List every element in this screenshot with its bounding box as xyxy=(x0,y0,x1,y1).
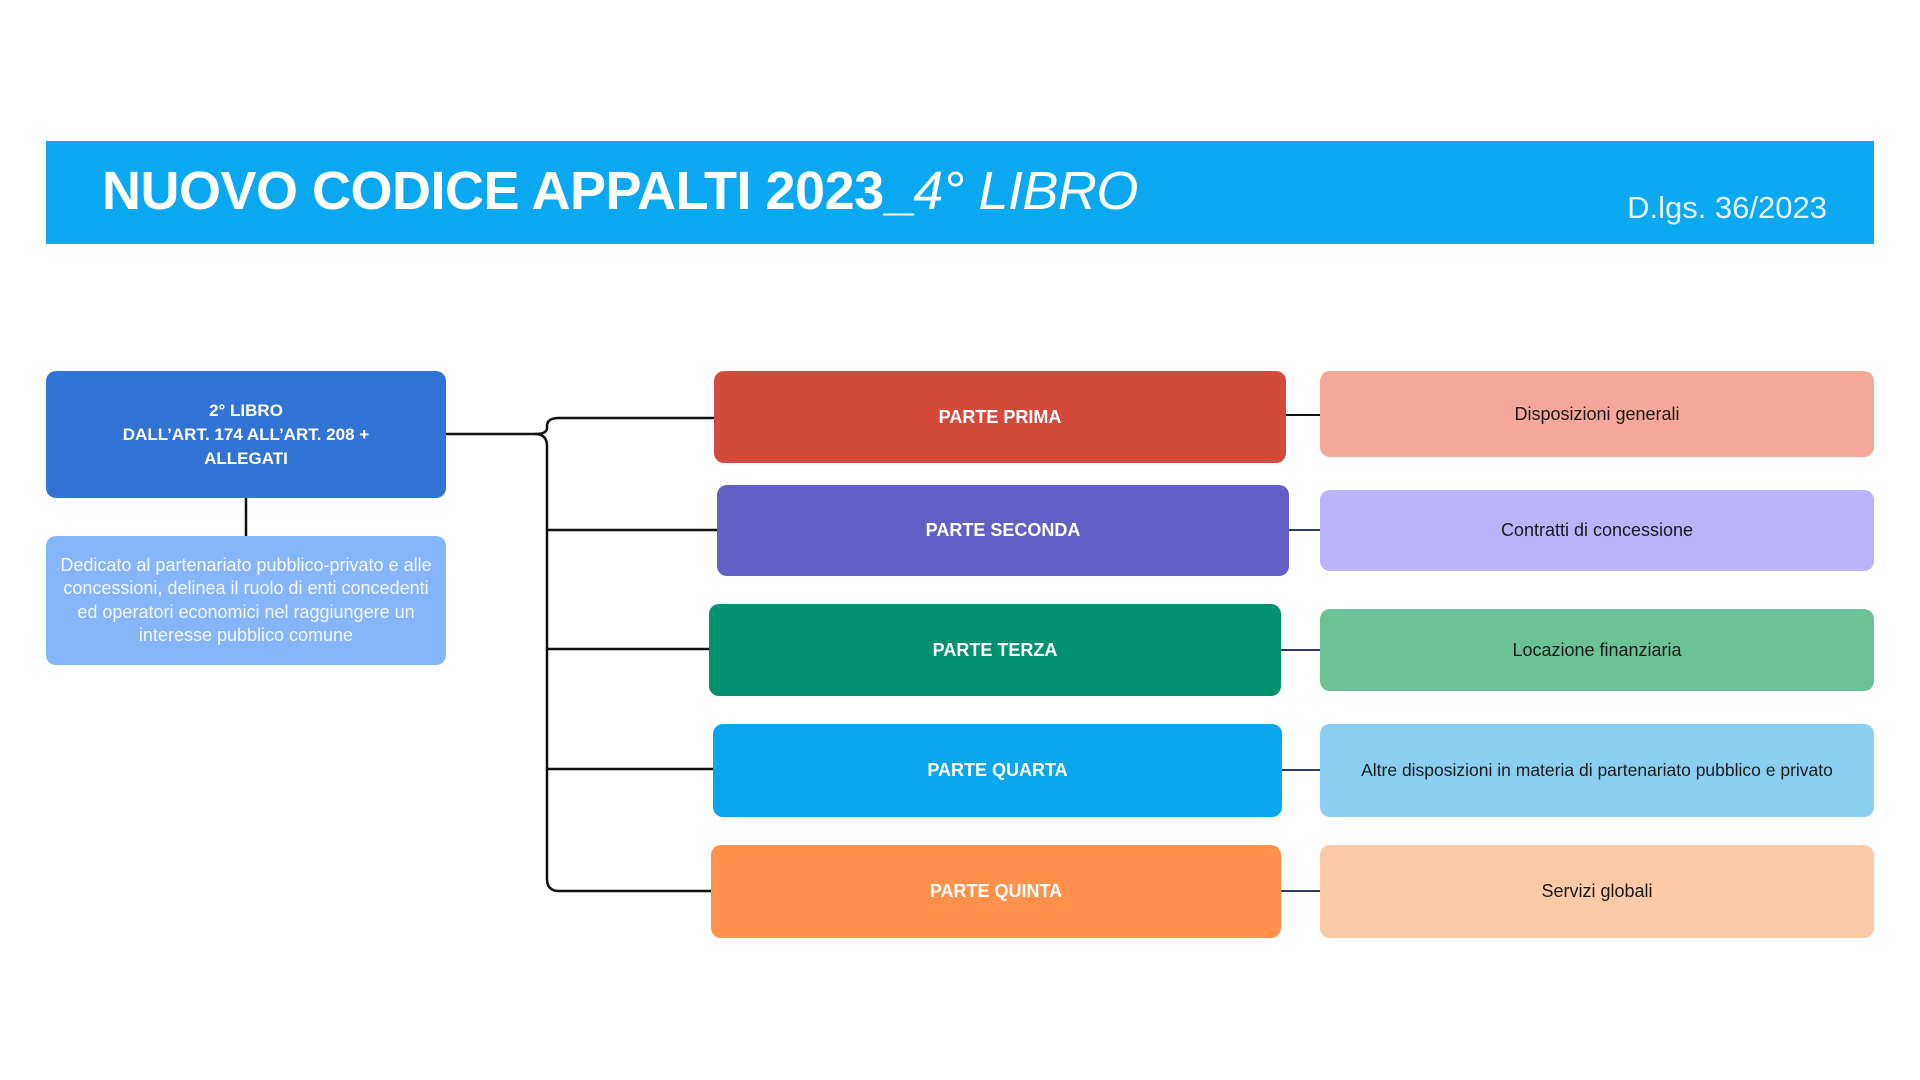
part-terza: PARTE TERZA xyxy=(709,604,1281,696)
part-quarta: PARTE QUARTA xyxy=(713,724,1282,817)
root-line: DALL’ART. 174 ALL’ART. 208 + xyxy=(122,424,370,444)
root-line: ALLEGATI xyxy=(204,448,288,468)
branch-prima xyxy=(534,416,714,436)
part-prima: PARTE PRIMA xyxy=(714,371,1286,463)
part-quinta: PARTE QUINTA xyxy=(711,845,1281,938)
detail-terza: Locazione finanziaria xyxy=(1320,609,1874,691)
title-bold: NUOVO CODICE APPALTI 2023_ xyxy=(102,161,914,221)
header-banner xyxy=(46,141,1874,244)
part-seconda: PARTE SECONDA xyxy=(717,485,1289,576)
title-italic: 4° LIBRO xyxy=(913,161,1138,221)
root-line: 2° LIBRO xyxy=(209,400,283,420)
detail-quinta: Servizi globali xyxy=(1320,845,1874,938)
page-title: NUOVO CODICE APPALTI 2023_4° LIBRO xyxy=(102,160,1138,222)
law-reference: D.lgs. 36/2023 xyxy=(1627,190,1827,225)
detail-quarta: Altre disposizioni in materia di partena… xyxy=(1320,724,1874,817)
detail-prima: Disposizioni generali xyxy=(1320,371,1874,457)
detail-seconda: Contratti di concessione xyxy=(1320,490,1874,571)
root-description: Dedicato al partenariato pubblico-privat… xyxy=(46,536,446,665)
trunk-connector xyxy=(446,432,711,893)
root-node: 2° LIBRO DALL’ART. 174 ALL’ART. 208 + AL… xyxy=(46,371,446,498)
